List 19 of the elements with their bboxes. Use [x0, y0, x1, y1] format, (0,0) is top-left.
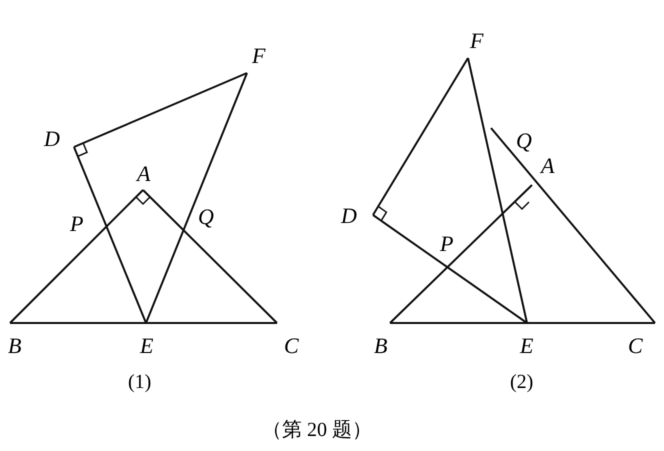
point-label: D	[44, 128, 60, 150]
figure-number: (1)	[128, 372, 152, 392]
point-label: Q	[198, 206, 214, 228]
point-label: A	[541, 155, 554, 177]
point-label: E	[520, 335, 534, 357]
figure-number: (2)	[510, 372, 534, 392]
point-label: C	[284, 335, 299, 357]
point-label: A	[137, 163, 150, 185]
caption: （第 20 题）	[262, 420, 372, 440]
point-label: E	[140, 335, 154, 357]
point-label: F	[470, 30, 484, 52]
point-label: D	[341, 205, 357, 227]
point-label: B	[8, 335, 22, 357]
point-label: F	[252, 45, 266, 67]
point-label: P	[440, 233, 454, 255]
point-label: B	[374, 335, 388, 357]
point-label: Q	[516, 130, 532, 152]
point-label: C	[628, 335, 643, 357]
point-label: P	[70, 213, 84, 235]
